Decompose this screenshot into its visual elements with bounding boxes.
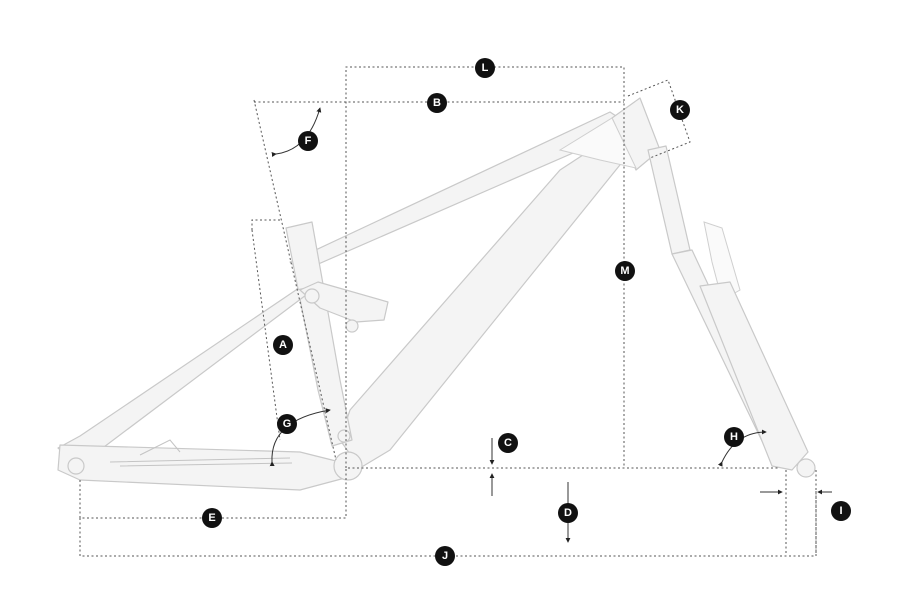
- chain-stay-ribs: [109, 439, 293, 467]
- label-badge-I: I: [831, 501, 851, 521]
- label-badge-K: K: [670, 100, 690, 120]
- shock-mount: [345, 319, 359, 333]
- label-badge-L: L: [475, 58, 495, 78]
- dim-I-box: [785, 470, 817, 556]
- svg-text:C: C: [504, 437, 512, 449]
- fork-lower: [699, 281, 809, 471]
- svg-text:H: H: [730, 431, 738, 443]
- dim-A: [251, 219, 282, 441]
- svg-text:A: A: [279, 339, 287, 351]
- svg-text:B: B: [433, 97, 441, 109]
- chain-stay: [57, 444, 346, 491]
- bottom-bracket: [333, 451, 363, 481]
- bike-frame: [57, 97, 816, 491]
- label-badge-G: G: [277, 414, 297, 434]
- rocker-pivot: [304, 288, 320, 304]
- label-badge-J: J: [435, 546, 455, 566]
- label-badge-C: C: [498, 433, 518, 453]
- svg-text:G: G: [283, 418, 292, 430]
- rear-dropout: [67, 457, 85, 475]
- dim-F: [253, 99, 337, 461]
- svg-text:D: D: [564, 507, 572, 519]
- label-badge-B: B: [427, 93, 447, 113]
- svg-text:E: E: [208, 512, 215, 524]
- svg-text:I: I: [839, 505, 842, 517]
- label-badge-A: A: [273, 335, 293, 355]
- label-badge-D: D: [558, 503, 578, 523]
- dim-J: [79, 490, 817, 557]
- label-badge-H: H: [724, 427, 744, 447]
- label-badge-M: M: [615, 261, 635, 281]
- seat-tube: [285, 221, 353, 447]
- dimension-labels: L B K F M A G C: [202, 58, 851, 566]
- label-badge-E: E: [202, 508, 222, 528]
- svg-text:J: J: [442, 550, 448, 562]
- svg-text:F: F: [305, 135, 312, 147]
- bb-pivot: [337, 429, 351, 443]
- fork-steerer: [647, 145, 691, 255]
- svg-text:M: M: [620, 265, 629, 277]
- svg-text:K: K: [676, 104, 684, 116]
- rocker-link: [299, 281, 389, 323]
- label-badge-F: F: [298, 131, 318, 151]
- fork-axle: [796, 458, 816, 478]
- svg-text:L: L: [482, 62, 489, 74]
- head-gusset: [558, 117, 637, 169]
